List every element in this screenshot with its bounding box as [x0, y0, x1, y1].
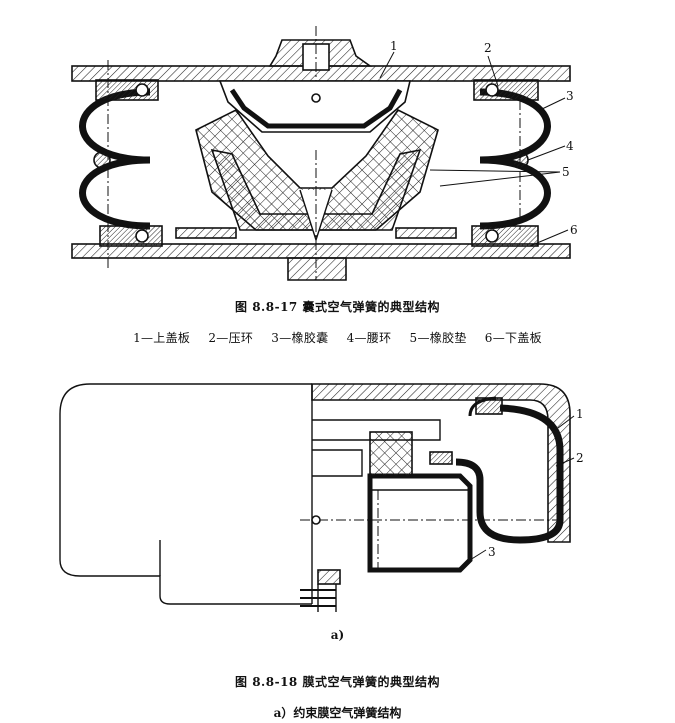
- rubber-stop: [369, 431, 413, 477]
- top-cup: [218, 80, 412, 133]
- bellows-right-upper: [479, 88, 551, 164]
- bellows-left-lower: [79, 156, 151, 230]
- legend-item: 1—上盖板: [133, 331, 191, 345]
- outer-shell-left: [59, 383, 312, 605]
- callout-4: 4: [566, 139, 574, 153]
- upper-cover-section: [311, 383, 571, 543]
- bellows-left-upper: [79, 88, 151, 164]
- fig18-callouts: 1 2 3: [488, 407, 584, 559]
- callout-3: 3: [566, 89, 574, 103]
- fig17-callouts: 1 2 3 4 5 6: [390, 39, 578, 237]
- legend-item: 2—压环: [208, 331, 254, 345]
- figure-18-subcaption: a）约束膜空气弹簧结构: [273, 706, 402, 720]
- clamp-ring-top-right: [473, 79, 539, 101]
- callout-2: 2: [484, 41, 492, 55]
- diaphragm-air-spring-drawing: [59, 383, 575, 612]
- callout-2: 2: [576, 451, 584, 465]
- callout-1: 1: [390, 39, 398, 53]
- clamp-ring-bottom-right: [471, 225, 539, 247]
- clamp-ring-bottom-left: [99, 225, 163, 247]
- figure-18-caption: 图 8.8-18 膜式空气弹簧的典型结构: [235, 675, 440, 689]
- lower-boss: [287, 257, 347, 281]
- bellows-right-lower: [479, 156, 551, 230]
- bellows-air-spring-drawing: [71, 26, 571, 281]
- legend-item: 5—橡胶垫: [409, 331, 467, 345]
- callout-1: 1: [576, 407, 584, 421]
- legend-item: 3—橡胶囊: [271, 331, 329, 345]
- legend-item: 6—下盖板: [484, 331, 542, 345]
- lower-cover-plate: [71, 243, 571, 259]
- callout-3: 3: [488, 545, 496, 559]
- figure-17-legend: 1—上盖板 2—压环 3—橡胶囊 4—腰环 5—橡胶垫 6—下盖板: [0, 329, 675, 346]
- callout-6: 6: [570, 223, 578, 237]
- figure-17-caption: 图 8.8-17 囊式空气弹簧的典型结构: [235, 300, 440, 314]
- callout-5: 5: [562, 165, 570, 179]
- diaphragm: [455, 404, 564, 544]
- legend-item: 4—腰环: [346, 331, 392, 345]
- figure-18-sub-label: a): [330, 628, 345, 642]
- girdle-ring-left: [93, 151, 111, 169]
